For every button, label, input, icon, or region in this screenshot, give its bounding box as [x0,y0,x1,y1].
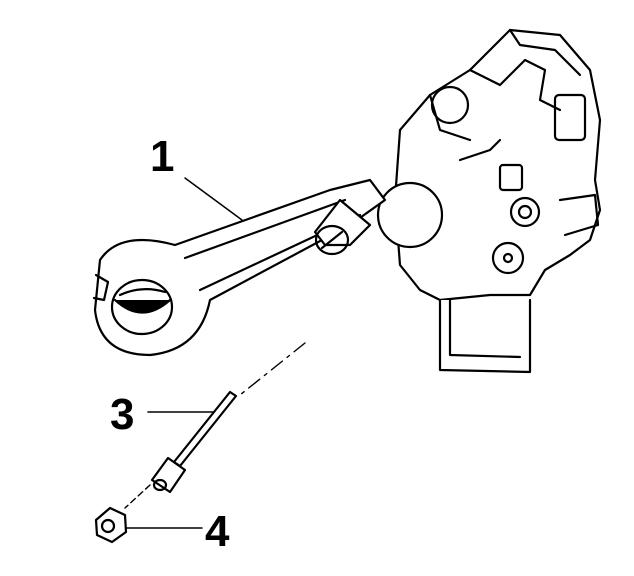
callout-3: 3 [110,390,135,439]
leader-line-1 [184,177,243,221]
assembly-axis-line [239,342,306,396]
caliper-arm [92,178,387,357]
callout-1: 1 [150,132,175,181]
callout-4: 4 [205,507,230,556]
pin [150,390,238,494]
nut [94,506,128,544]
caliper-body [376,28,602,374]
assembly-axis-line-lower [124,484,151,509]
